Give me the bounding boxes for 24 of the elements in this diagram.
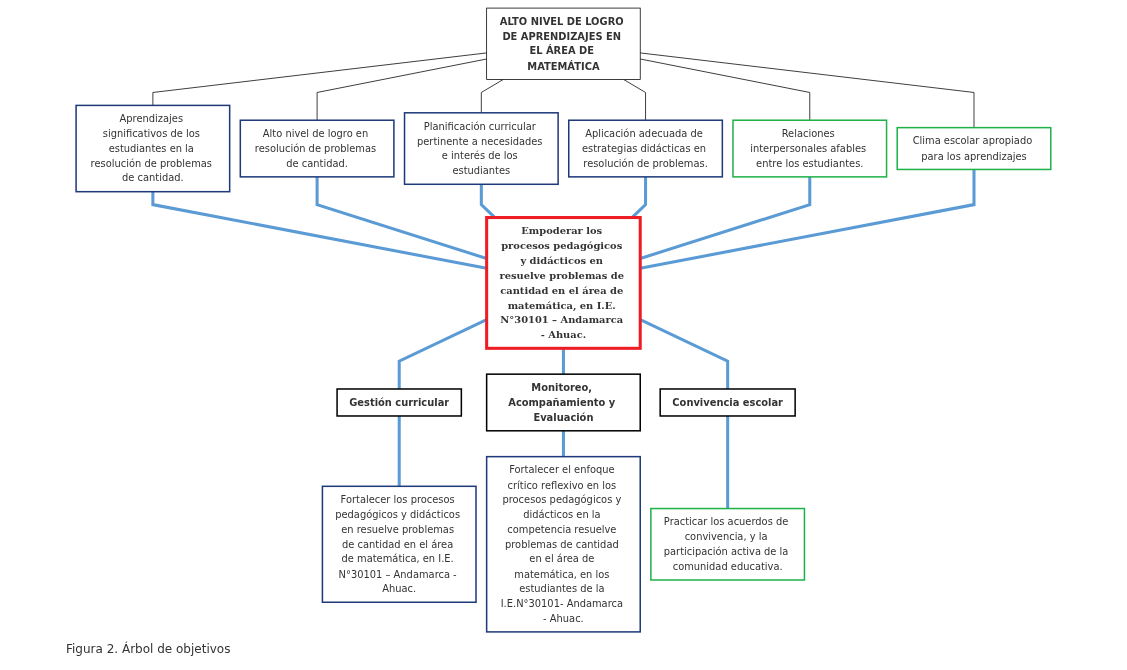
node-box [485, 373, 642, 432]
node-box [485, 216, 642, 350]
connector [316, 58, 488, 121]
node-box [403, 112, 559, 186]
node-box [486, 7, 641, 80]
connector [639, 52, 975, 128]
node-box [732, 119, 888, 178]
connector [639, 58, 811, 121]
node-box [321, 485, 477, 603]
node-box [659, 388, 796, 417]
figure-caption: Figura 2. Árbol de objetivos [66, 642, 232, 656]
node-box [336, 388, 463, 417]
objective-tree-diagram: ALTO NIVEL DE LOGRO DE APRENDIZAJES EN EL ÁREA DE MATEMÁTICA Aprendizajes significativos de los estudiantes en la resolución de problemas de cantidad. Alto nivel de logro en resolución de problemas de cantidad. Planificación curricular pertinente a necesidades e interés de los estudiantes Aplicación adecuada de estrategias didácticas en resolución de problemas. Relaciones interpersonales afables entre los estudiantes. Clima escolar apropiado para los aprendizajes Empoderar los procesos pedagógicos y didácticos en resuelve problemas de cantidad en el área de matemática, en I.E. N°30101 – Andamarca - Ahuac. Gestión curricular Monitoreo, Acompañamiento y Evaluación Convivencia escolar Fortalecer los procesos pedagógicos y didácticos en resuelve problemas de cantidad en el área de matemática, en I.E. N°30101 – Andamarca - Ahuac. Fortalecer el enfoque crítico reflexivo en los procesos pedagógicos y didácticos en la competencia resuelve problemas de cantidad en el área de matemática, en los estudiantes de la I.E.N°30101- Andamarca - Ahuac. Practicar los acuerdos de convivencia, y la participación activa de la comunidad educativa. [70, 2, 1057, 638]
connector [152, 52, 488, 106]
connector [562, 348, 565, 375]
connector [562, 430, 565, 457]
node-box [75, 104, 231, 193]
node-box [239, 119, 395, 178]
node-box [568, 119, 724, 178]
node-box [650, 507, 806, 581]
connector [726, 416, 730, 509]
node-box [485, 455, 642, 633]
node-box [896, 126, 1052, 171]
connector [397, 416, 401, 487]
